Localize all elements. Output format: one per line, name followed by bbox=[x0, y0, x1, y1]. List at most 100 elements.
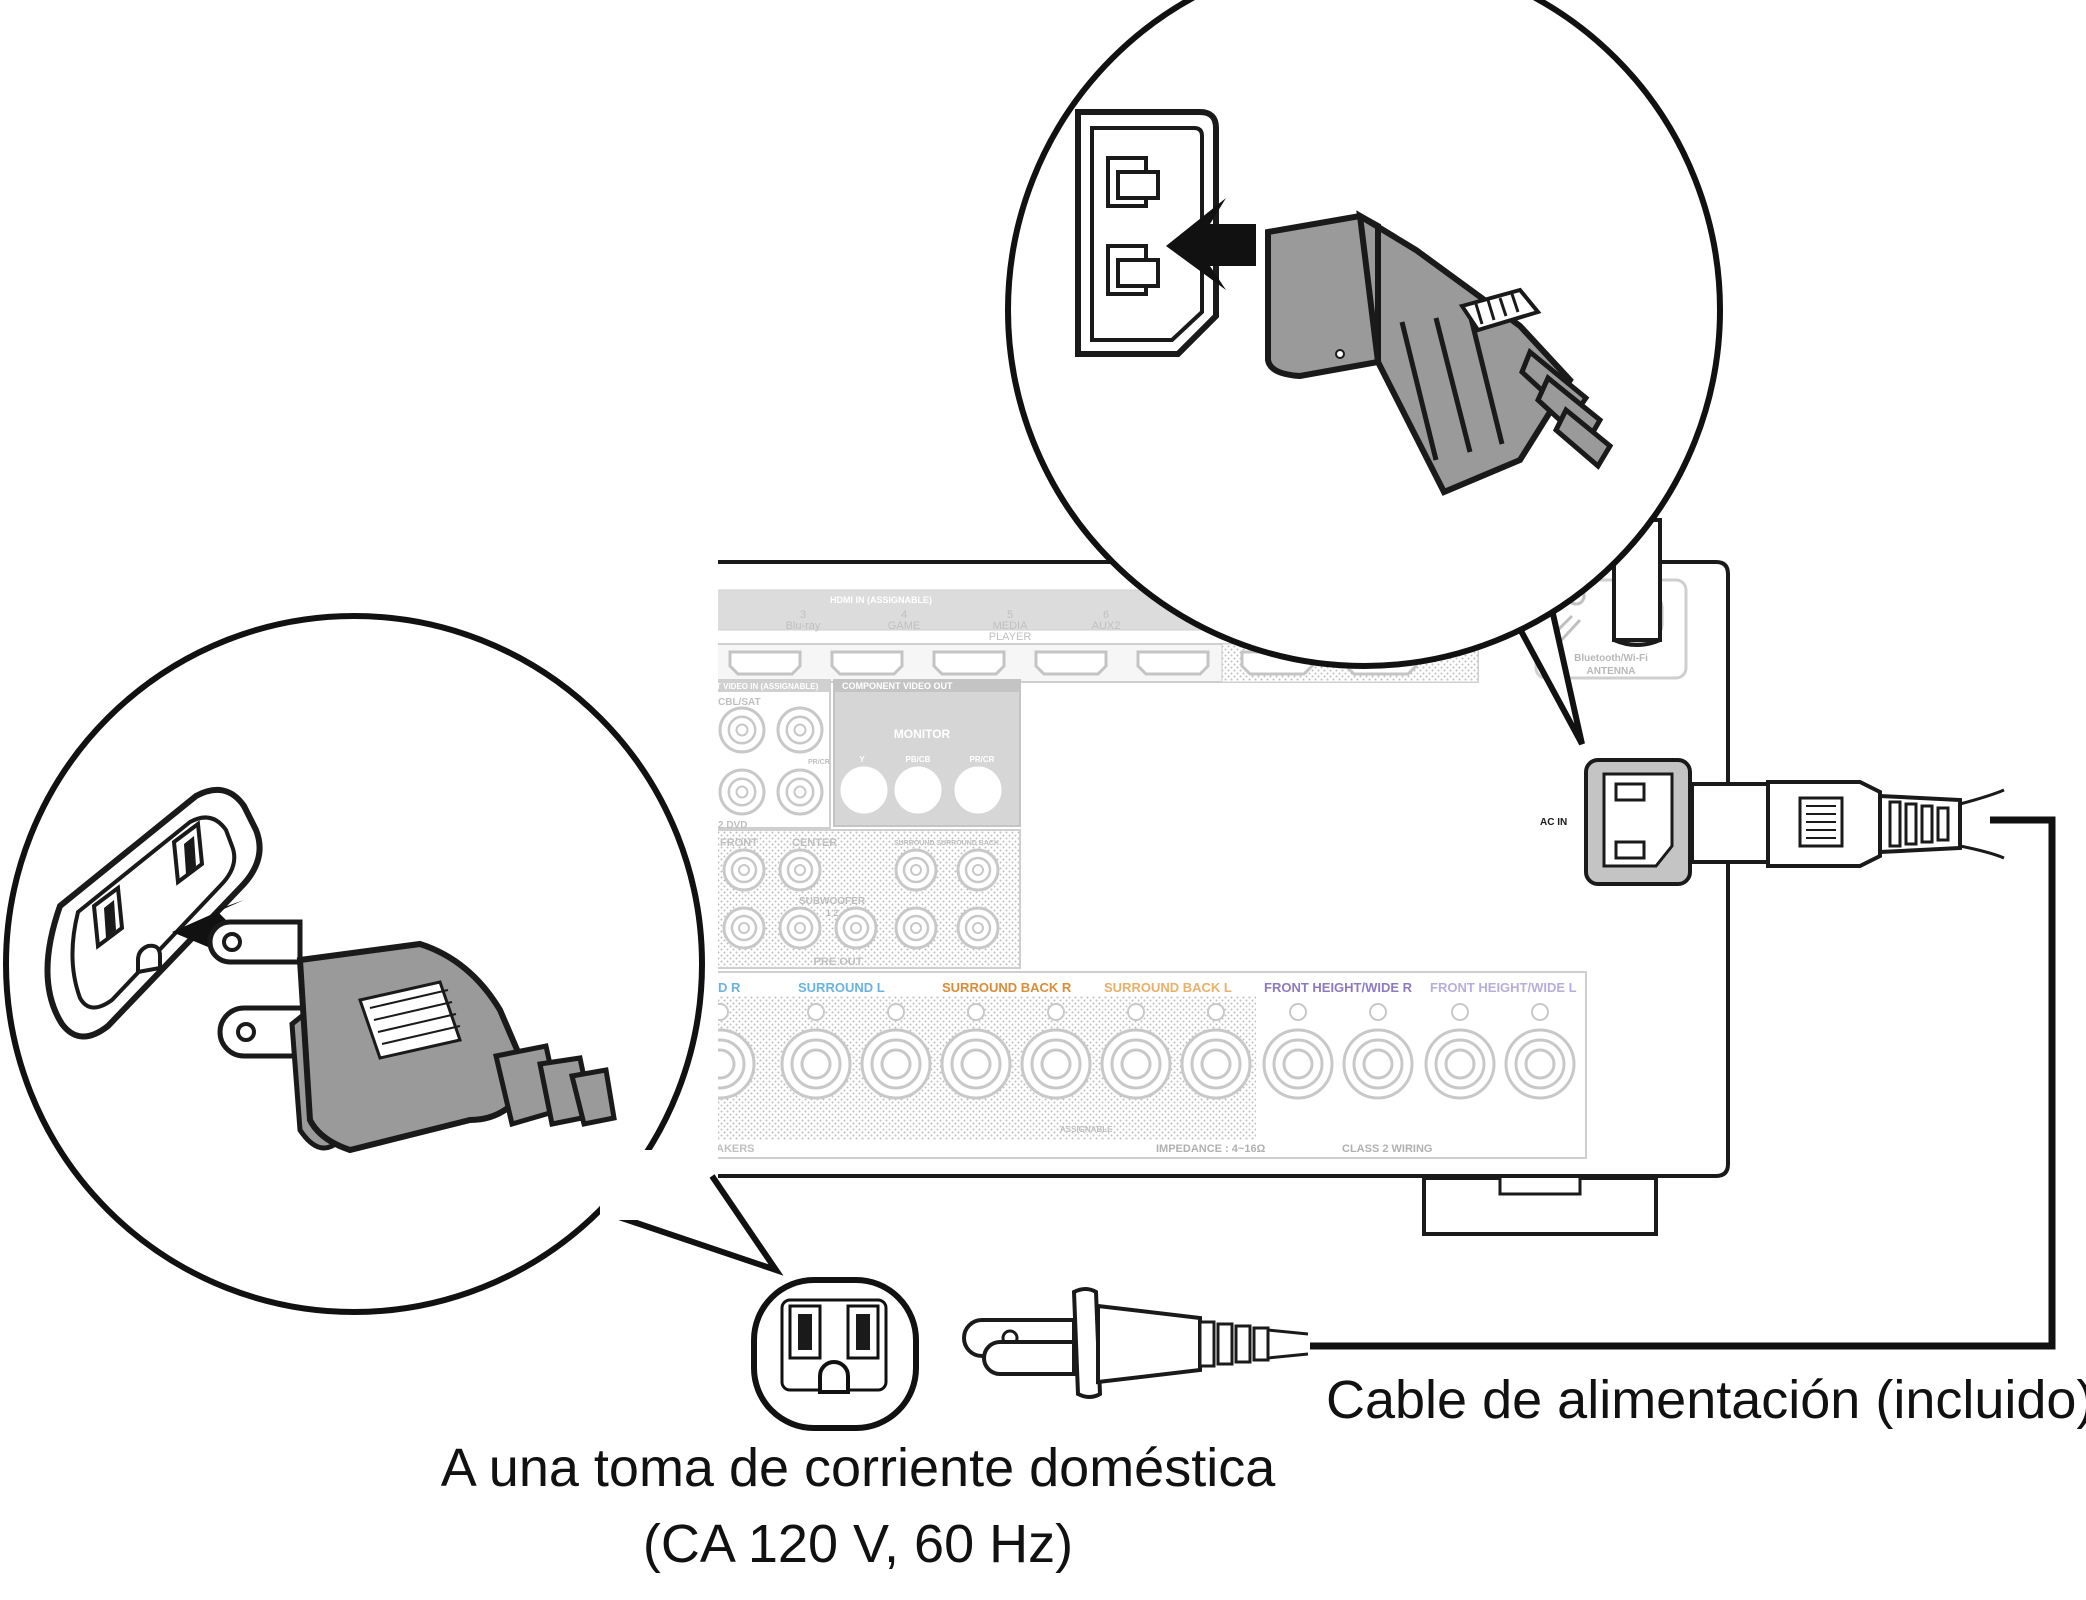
speaker-header-bg bbox=[1098, 978, 1254, 996]
polarity-mark bbox=[718, 1003, 729, 1021]
subwoofer-label: SUBWOOFER bbox=[799, 896, 866, 907]
center-pre-label: CENTER bbox=[792, 837, 837, 849]
rca-jack-pin bbox=[857, 783, 871, 797]
rca-jack-pin bbox=[793, 723, 807, 737]
hdmi-port bbox=[830, 650, 904, 676]
surround-pre-label: SURROUND SURROUND BACK bbox=[894, 840, 999, 847]
rca-jack-pin bbox=[735, 785, 749, 799]
hdmi-name-6: AUX2 bbox=[1092, 620, 1121, 632]
rca-jack-pin bbox=[794, 864, 806, 876]
speaker-terminal-core bbox=[718, 1048, 736, 1080]
pr-cr-label: PR/CR bbox=[808, 759, 830, 766]
polarity-mark bbox=[807, 1003, 825, 1021]
speakers-label: AKERS bbox=[716, 1143, 755, 1155]
speaker-terminal-core bbox=[880, 1048, 912, 1080]
video-in-label: T VIDEO IN (ASSIGNABLE) bbox=[716, 682, 819, 691]
rca-jack-pin bbox=[738, 864, 750, 876]
speaker-terminal-core bbox=[1120, 1048, 1152, 1080]
comp-y-label: Y bbox=[859, 755, 865, 764]
rca-jack-pin bbox=[738, 922, 750, 934]
rca-jack-pin bbox=[911, 783, 925, 797]
cbl-sat-label: CBL/SAT bbox=[718, 697, 761, 708]
speaker-terminal-core bbox=[800, 1048, 832, 1080]
speaker-header-bg bbox=[718, 978, 792, 996]
callout-ac-inlet bbox=[1005, 0, 1723, 746]
hdmi-name-4: GAME bbox=[888, 620, 920, 632]
hdmi-port bbox=[728, 650, 802, 676]
iec-cable-connector bbox=[1690, 780, 2005, 868]
speaker-header-label: FRONT HEIGHT/WIDE L bbox=[1430, 980, 1577, 995]
polarity-mark bbox=[887, 1003, 905, 1021]
hdmi-num-5: 5 bbox=[1007, 609, 1013, 621]
speaker-header-bg bbox=[792, 978, 932, 996]
rca-jacks bbox=[718, 706, 1002, 950]
rca-jack-pin bbox=[971, 783, 985, 797]
rca-jack-pin bbox=[793, 785, 807, 799]
wall-outlet bbox=[751, 1277, 919, 1431]
arrow-right-icon bbox=[1166, 198, 1256, 290]
hdmi-num-3: 3 bbox=[800, 609, 806, 621]
speaker-terminal-core bbox=[1200, 1048, 1232, 1080]
rca-jack-pin bbox=[972, 922, 984, 934]
comp-pb-label: PB/CB bbox=[906, 755, 931, 764]
speaker-terminal-core bbox=[1444, 1048, 1476, 1080]
speaker-terminal-core bbox=[1362, 1048, 1394, 1080]
speaker-terminal-core bbox=[1282, 1048, 1314, 1080]
hdmi-name-3: Blu-ray bbox=[786, 620, 821, 632]
ac-in-label: AC IN bbox=[1540, 817, 1567, 828]
front-pre-label: FRONT bbox=[720, 837, 758, 849]
polarity-mark bbox=[1207, 1003, 1225, 1021]
class2-label: CLASS 2 WIRING bbox=[1342, 1143, 1432, 1155]
speaker-header-bg bbox=[1424, 978, 1584, 996]
speaker-header-label: SURROUND BACK R bbox=[942, 980, 1072, 995]
rca-jack-pin bbox=[910, 864, 922, 876]
pre-out-label: PRE OUT bbox=[814, 956, 863, 968]
household-plug bbox=[962, 1287, 1309, 1399]
speaker-terminals bbox=[718, 1003, 1576, 1100]
antenna-label-1: Bluetooth/Wi-Fi bbox=[1574, 653, 1648, 664]
power-cord bbox=[1310, 816, 2056, 1350]
antenna-label-2: ANTENNA bbox=[1587, 666, 1636, 677]
monitor-label: MONITOR bbox=[894, 727, 951, 741]
callout-wall-outlet bbox=[3, 613, 784, 1315]
polarity-mark bbox=[1369, 1003, 1387, 1021]
speaker-header-bg bbox=[1258, 978, 1422, 996]
speaker-terminal-core bbox=[1040, 1048, 1072, 1080]
rca-jack-pin bbox=[735, 723, 749, 737]
hdmi-name-5: MEDIA bbox=[993, 620, 1029, 632]
rca-jack-pin bbox=[850, 922, 862, 934]
assignable-label: ASSIGNABLE bbox=[1060, 1125, 1113, 1134]
speaker-header-label: FRONT HEIGHT/WIDE R bbox=[1264, 980, 1413, 995]
subwoofer-numbers: 1 2 bbox=[826, 908, 839, 918]
polarity-mark bbox=[1451, 1003, 1469, 1021]
speaker-terminal-core bbox=[1524, 1048, 1556, 1080]
hdmi-input-labels: 3 Blu-ray 4 GAME 5 MEDIA PLAYER 6 AUX2 bbox=[786, 609, 1121, 643]
ac-in-inlet bbox=[1584, 758, 1692, 886]
polarity-mark bbox=[1047, 1003, 1065, 1021]
speaker-terminal-core bbox=[960, 1048, 992, 1080]
polarity-mark bbox=[1127, 1003, 1145, 1021]
outlet-caption-line1: A una toma de corriente doméstica bbox=[441, 1438, 1276, 1498]
hdmi-port bbox=[1136, 650, 1210, 676]
dvd-label: 2 DVD bbox=[718, 820, 747, 831]
polarity-mark bbox=[967, 1003, 985, 1021]
outlet-caption-line2: (CA 120 V, 60 Hz) bbox=[643, 1514, 1073, 1574]
speaker-header-label: D R bbox=[718, 980, 741, 995]
polarity-mark bbox=[1289, 1003, 1307, 1021]
hdmi-num-6: 6 bbox=[1103, 609, 1109, 621]
impedance-label: IMPEDANCE : 4~16Ω bbox=[1156, 1143, 1266, 1155]
cable-caption: Cable de alimentación (incluido) bbox=[1326, 1370, 2086, 1430]
hdmi-port bbox=[932, 650, 1006, 676]
speaker-header-bg bbox=[936, 978, 1096, 996]
hdmi-name2-5: PLAYER bbox=[989, 631, 1032, 643]
component-out-label: COMPONENT VIDEO OUT bbox=[842, 681, 953, 691]
hdmi-num-4: 4 bbox=[901, 609, 907, 621]
component-channel-labels: Y PB/CB PR/CR bbox=[859, 755, 994, 764]
hdmi-port bbox=[1034, 650, 1108, 676]
rca-jack-pin bbox=[794, 922, 806, 934]
rca-jack-pin bbox=[972, 864, 984, 876]
comp-pr-label: PR/CR bbox=[970, 755, 995, 764]
hdmi-in-label: HDMI IN (ASSIGNABLE) bbox=[830, 595, 932, 605]
